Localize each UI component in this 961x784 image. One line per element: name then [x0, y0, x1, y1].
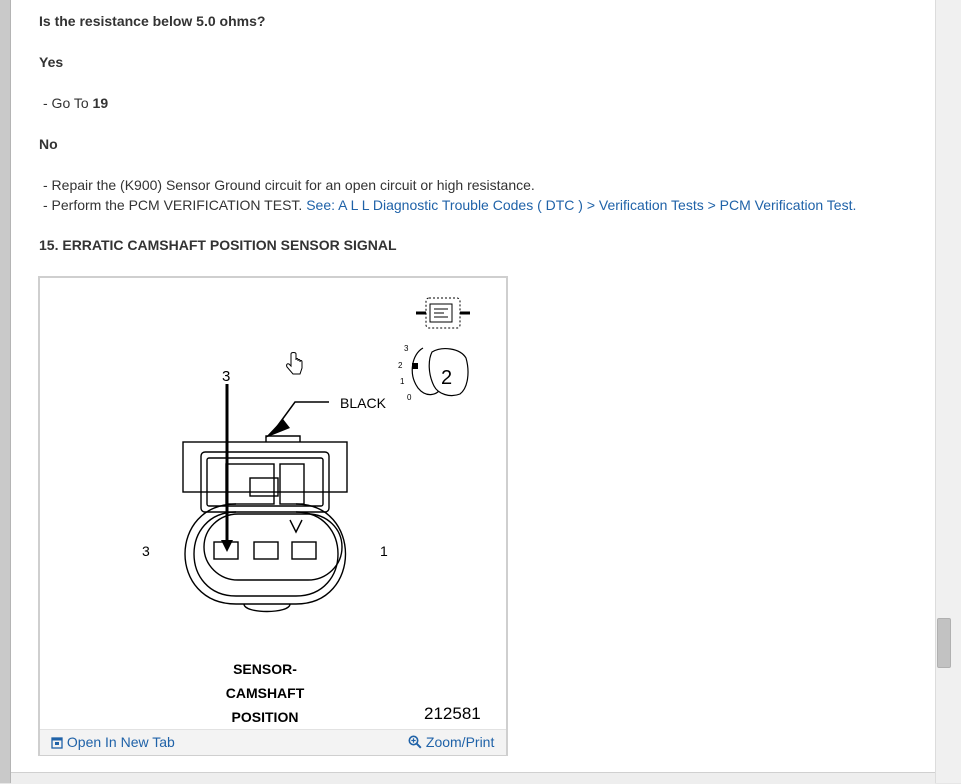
- meter-scale-2: 2: [398, 361, 403, 370]
- pin-label-left: 3: [142, 543, 150, 559]
- meter-scale-1: 1: [400, 377, 405, 386]
- connector-symbol-icon: [416, 297, 470, 329]
- bottom-edge: [11, 772, 935, 784]
- meter-dial-icon: 3 2 1 0 2: [398, 344, 469, 402]
- figure-toolbar: Open In New Tab Zoom/Print: [40, 729, 506, 755]
- yes-goto-prefix: - Go To: [43, 95, 93, 111]
- caption-line-1: SENSOR-: [233, 661, 297, 677]
- caption-line-2: CAMSHAFT: [226, 685, 305, 701]
- connector-diagram: 3 2 1 0 2 BLACK: [142, 297, 481, 725]
- yes-goto-step: 19: [92, 95, 109, 111]
- magnifier-icon: [408, 735, 422, 749]
- meter-scale-3: 3: [404, 344, 409, 353]
- pin-label-top: 3: [222, 368, 230, 385]
- pcm-verification-link[interactable]: See: A L L Diagnostic Trouble Codes ( DT…: [306, 197, 857, 213]
- connector-color-label: BLACK: [340, 395, 387, 411]
- pin-label-right: 1: [380, 543, 388, 559]
- figure-number: 212581: [424, 704, 481, 723]
- scrollbar-thumb[interactable]: [937, 618, 951, 668]
- open-in-new-tab-label: Open In New Tab: [66, 734, 175, 750]
- zoom-print-button[interactable]: Zoom/Print: [408, 734, 494, 750]
- no-label: No: [39, 136, 58, 152]
- no-action-1: - Repair the (K900) Sensor Ground circui…: [43, 177, 535, 193]
- probe-arrowhead: [221, 540, 233, 552]
- caption-line-3: POSITION: [232, 709, 299, 725]
- meter-digit: 2: [441, 367, 452, 389]
- yes-label: Yes: [39, 54, 64, 70]
- hand-cursor-icon: [286, 352, 303, 375]
- yes-goto-line: - Go To 19: [43, 95, 108, 111]
- question-text: Is the resistance below 5.0 ohms?: [39, 13, 266, 29]
- meter-scale-0: 0: [407, 393, 412, 402]
- sensor-connector-drawing: [182, 435, 348, 613]
- no-action-2-prefix: - Perform the PCM VERIFICATION TEST.: [43, 197, 307, 213]
- leader-arrowhead: [265, 419, 290, 438]
- no-action-2: - Perform the PCM VERIFICATION TEST. See…: [43, 197, 856, 213]
- section-heading: 15. ERRATIC CAMSHAFT POSITION SENSOR SIG…: [39, 237, 397, 253]
- left-window-edge: [0, 0, 11, 783]
- connector-figure: 3 2 1 0 2 BLACK: [38, 276, 508, 756]
- zoom-print-label: Zoom/Print: [425, 734, 495, 750]
- open-in-new-tab-icon: [51, 737, 63, 749]
- open-in-new-tab-button[interactable]: Open In New Tab: [51, 734, 175, 750]
